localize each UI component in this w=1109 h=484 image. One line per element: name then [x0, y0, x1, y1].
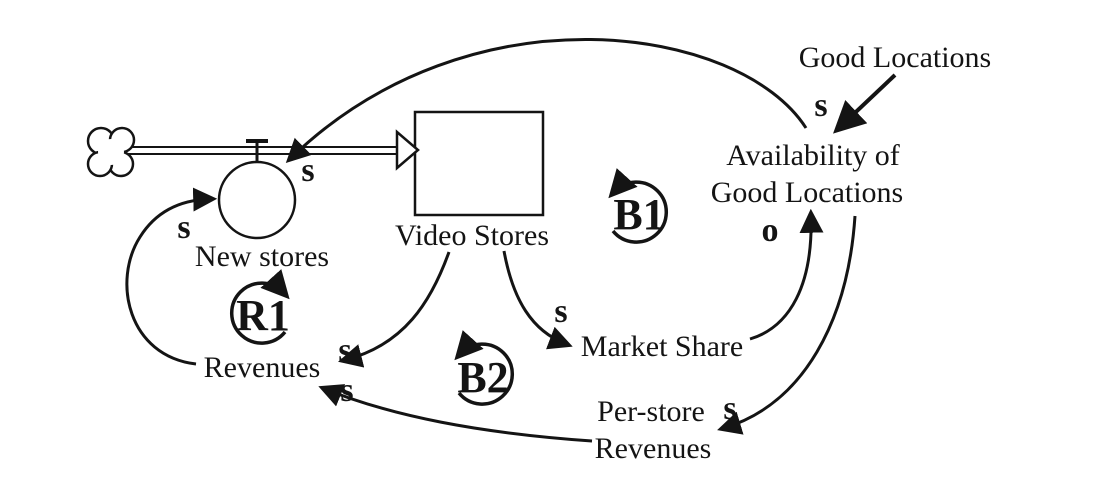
loop-label-b1: B1 [613, 190, 664, 239]
label-availability-line1: Availability of [726, 139, 900, 172]
polarity-video-stores-to-market-share-s: s [554, 293, 567, 330]
edge-per-store-revenues-to-revenues [318, 384, 593, 443]
label-video-stores: Video Stores [395, 219, 549, 252]
edge-revenues-to-new-stores [125, 187, 218, 366]
label-market-share: Market Share [581, 330, 743, 363]
flow-arrowhead [395, 129, 420, 171]
label-per-store-revenues-line1: Per-store [597, 395, 705, 428]
edge-good-locations-to-availability [833, 73, 897, 134]
valve-new-stores [217, 139, 297, 240]
polarity-video-stores-to-revenues-s: s [338, 332, 351, 369]
label-good-locations: Good Locations [799, 41, 991, 74]
label-availability-line2: Good Locations [711, 176, 903, 209]
polarity-availability-to-per-store-s: s [723, 390, 736, 427]
edge-video-stores-to-market-share [502, 250, 573, 350]
label-revenues: Revenues [204, 351, 321, 384]
label-new-stores: New stores [195, 240, 329, 273]
loop-label-r1: R1 [236, 291, 290, 340]
loop-arrow-b2 [454, 330, 515, 406]
polarity-good-locations-to-availability-s: s [814, 87, 827, 124]
cloud-source-icon [86, 126, 136, 178]
polarity-market-share-to-availability-o: o [762, 212, 779, 249]
loop-arrow-b1 [608, 168, 669, 244]
edge-availability-to-new-stores [285, 38, 808, 163]
label-per-store-revenues-line2: Revenues [595, 432, 712, 465]
stock-video-stores-box [413, 110, 545, 217]
edge-video-stores-to-revenues [338, 251, 451, 368]
loop-arrow-r1 [229, 269, 290, 345]
polarity-revenues-to-new-stores-s: s [177, 209, 190, 246]
loop-label-b2: B2 [457, 353, 508, 402]
edge-market-share-to-availability [749, 208, 824, 341]
edge-availability-to-per-store-revenues [717, 215, 857, 435]
polarity-inflow-s: s [301, 152, 314, 189]
polarity-per-store-to-revenues-s: s [340, 372, 353, 409]
flow-pipe [120, 146, 398, 155]
